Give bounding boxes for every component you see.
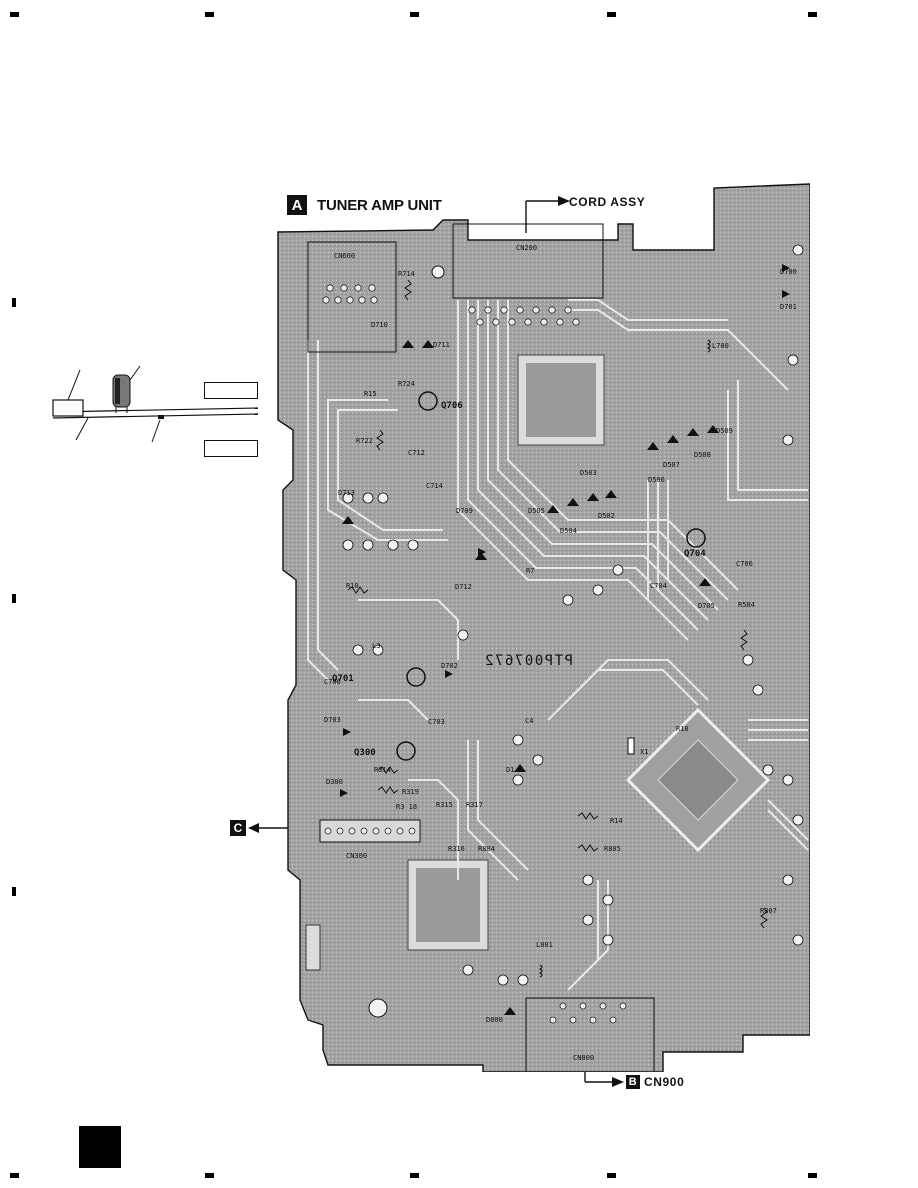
page-number-block (79, 1126, 121, 1168)
registration-mark-bottom-4 (607, 1173, 616, 1178)
registration-mark-left-1 (12, 298, 16, 307)
svg-text:D703: D703 (324, 716, 341, 724)
svg-text:Q701: Q701 (332, 674, 354, 684)
svg-text:C704: C704 (650, 582, 667, 590)
svg-text:D506: D506 (648, 476, 665, 484)
c-connector-badge: C (230, 820, 246, 836)
svg-text:D503: D503 (580, 469, 597, 477)
svg-text:R504: R504 (738, 601, 755, 609)
svg-text:R804: R804 (478, 845, 495, 853)
svg-text:D507: D507 (663, 461, 680, 469)
svg-text:D300: D300 (326, 778, 343, 786)
board-label-badge: A (287, 195, 307, 215)
svg-text:R317: R317 (466, 801, 483, 809)
svg-text:Q706: Q706 (441, 401, 463, 411)
svg-text:Q300: Q300 (354, 748, 376, 758)
registration-mark-top-5 (808, 12, 817, 17)
cord-assy-leader (525, 196, 570, 233)
cord-assy-label: CORD ASSY (569, 195, 646, 209)
svg-text:D705: D705 (698, 602, 715, 610)
svg-text:R15: R15 (364, 390, 377, 398)
registration-mark-top-2 (205, 12, 214, 17)
registration-mark-bottom-3 (410, 1173, 419, 1178)
svg-text:R319: R319 (402, 788, 419, 796)
side-label-box-top (204, 382, 258, 399)
svg-text:D711: D711 (433, 341, 450, 349)
svg-text:CN200: CN200 (516, 244, 537, 252)
cn900-label: CN900 (644, 1075, 685, 1089)
registration-mark-bottom-5 (808, 1173, 817, 1178)
registration-mark-top-3 (410, 12, 419, 17)
svg-text:D800: D800 (486, 1016, 503, 1024)
svg-text:C4: C4 (525, 717, 533, 725)
registration-mark-top-4 (607, 12, 616, 17)
cord-assy-callout: CORD ASSY (569, 195, 645, 209)
svg-text:D505: D505 (528, 507, 545, 515)
svg-text:R724: R724 (398, 380, 415, 388)
registration-mark-bottom-1 (10, 1173, 19, 1178)
svg-text:R7: R7 (526, 567, 534, 575)
svg-text:R807: R807 (760, 907, 777, 915)
pcb-artwork: CN600 CN200 CN300 CN800 Q706 Q704 Q701 Q… (277, 183, 811, 1073)
svg-text:R722: R722 (356, 437, 373, 445)
svg-text:R714: R714 (398, 270, 415, 278)
cn900-badge: B (626, 1075, 640, 1089)
pcb-board: CN600 CN200 CN300 CN800 Q706 Q704 Q701 Q… (268, 180, 811, 1073)
svg-text:D509: D509 (716, 427, 733, 435)
svg-text:CN600: CN600 (334, 252, 355, 260)
svg-text:R805: R805 (604, 845, 621, 853)
registration-mark-top-1 (10, 12, 19, 17)
svg-text:PTP007672: PTP007672 (484, 653, 573, 669)
svg-text:D700: D700 (780, 268, 797, 276)
svg-text:C714: C714 (426, 482, 443, 490)
svg-text:D508: D508 (694, 451, 711, 459)
svg-text:X1: X1 (640, 748, 648, 756)
svg-text:R315: R315 (436, 801, 453, 809)
registration-mark-left-2 (12, 594, 16, 603)
svg-text:D702: D702 (441, 662, 458, 670)
svg-text:L700: L700 (712, 342, 729, 350)
svg-text:C712: C712 (408, 449, 425, 457)
component-side-illustration (52, 365, 259, 443)
svg-text:L801: L801 (536, 941, 553, 949)
svg-text:D713: D713 (338, 489, 355, 497)
svg-text:R316: R316 (448, 845, 465, 853)
svg-text:R14: R14 (610, 817, 623, 825)
svg-text:D502: D502 (598, 512, 615, 520)
board-outline (277, 183, 811, 1073)
svg-text:CN800: CN800 (573, 1054, 594, 1062)
svg-text:D701: D701 (780, 303, 797, 311)
svg-text:D712: D712 (455, 583, 472, 591)
svg-text:C706: C706 (736, 560, 753, 568)
svg-text:R314: R314 (374, 766, 391, 774)
svg-text:D1: D1 (506, 766, 514, 774)
svg-text:L3: L3 (372, 642, 380, 650)
svg-text:R10: R10 (346, 582, 359, 590)
svg-text:C700: C700 (324, 678, 341, 686)
svg-text:D709: D709 (456, 507, 473, 515)
svg-text:Q704: Q704 (684, 549, 706, 559)
side-label-box-bottom (204, 440, 258, 457)
cn900-callout: B CN900 (626, 1075, 684, 1089)
svg-text:D710: D710 (371, 321, 388, 329)
svg-text:CN300: CN300 (346, 852, 367, 860)
svg-text:C703: C703 (428, 718, 445, 726)
board-title: TUNER AMP UNIT (317, 196, 442, 214)
svg-text:R3 18: R3 18 (396, 803, 417, 811)
section-heading: A TUNER AMP UNIT (287, 195, 442, 215)
svg-text:R18: R18 (676, 725, 689, 733)
registration-mark-bottom-2 (205, 1173, 214, 1178)
registration-mark-left-3 (12, 887, 16, 896)
svg-text:D504: D504 (560, 527, 577, 535)
